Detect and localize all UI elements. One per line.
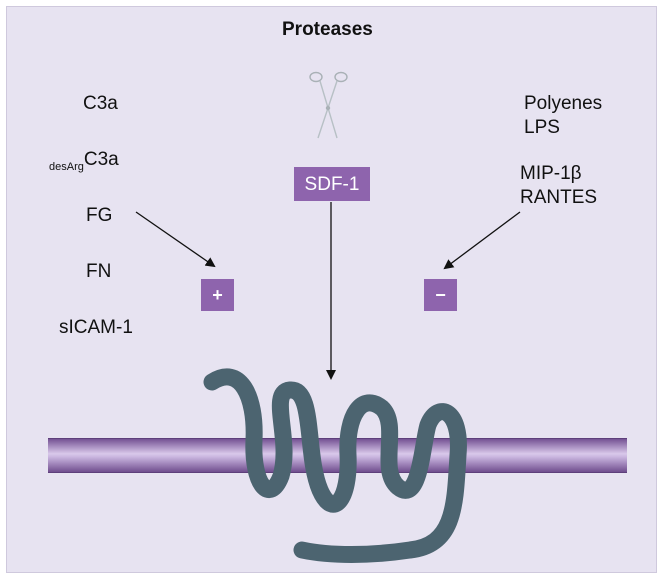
label-lps: LPS [524, 117, 560, 138]
label-sicam-1: sICAM-1 [59, 317, 133, 338]
minus-box: − [424, 279, 457, 311]
arrow-mip-to-minus [443, 211, 521, 270]
label-c3a: C3a [83, 93, 118, 114]
label-rantes: RANTES [520, 187, 598, 208]
cell-membrane [48, 438, 627, 473]
scissors-icon [309, 71, 348, 139]
label-fn: FN [86, 261, 112, 282]
label-mip-1b: MIP-1β [520, 163, 582, 184]
plus-box: + [201, 279, 234, 311]
minus-sign: − [435, 285, 446, 305]
label-c3a-desarg: desArgC3a [49, 149, 119, 173]
desarg-subscript: desArg [49, 161, 84, 173]
plus-sign: + [212, 285, 223, 305]
label-fg: FG [86, 205, 113, 226]
diagram-title: Proteases [282, 19, 373, 40]
arrow-fg-to-plus [135, 211, 216, 268]
receptor-chain [203, 368, 467, 563]
sdf-1-label: SDF-1 [304, 173, 360, 195]
sdf-1-box: SDF-1 [294, 167, 370, 201]
desarg-main: C3a [83, 149, 119, 170]
label-polyenes: Polyenes [524, 93, 603, 114]
